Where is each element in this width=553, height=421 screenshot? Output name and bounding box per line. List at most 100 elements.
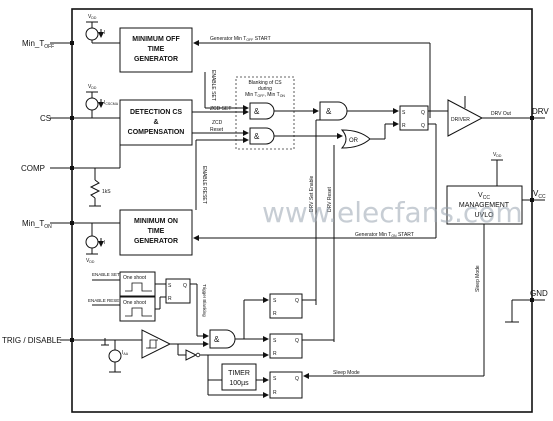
- current-source-toff: [85, 21, 120, 44]
- driver-label: DRIVER: [451, 117, 470, 123]
- ff3-q: Q: [295, 376, 299, 382]
- inverter: [185, 349, 198, 361]
- ff-drv-set-enable: [269, 293, 303, 319]
- blanking-label3: Min TOFF, Min TON: [245, 92, 285, 98]
- one-shot-reset-label: One shoot: [123, 300, 147, 306]
- vcc-mgmt-line2: MANAGEMENT: [459, 202, 510, 209]
- enable-reset-small-label: ENABLE RESET: [88, 298, 122, 303]
- one-shot-set: [119, 271, 156, 297]
- chip-outline: [71, 8, 533, 413]
- enable-reset-label: ENABLE RESET: [201, 166, 207, 204]
- enable-set-label: ENABLE SET: [210, 70, 216, 101]
- driver-flip-flop: [399, 105, 429, 131]
- pin-min-toff: Min_TOFF: [22, 39, 54, 50]
- and-gate-reset: [249, 127, 275, 145]
- enable-flip-flop: [165, 278, 191, 304]
- ff-sleep: [269, 371, 303, 399]
- ff1-r: R: [273, 311, 277, 317]
- enable-ff-s: S: [168, 283, 172, 289]
- vcc-mgmt-line1: VCC: [478, 192, 490, 201]
- pin-vcc: VCC: [533, 189, 546, 200]
- zcd-reset-label1: ZCD: [212, 120, 223, 126]
- drv-out-label: DRV Out: [491, 111, 512, 117]
- enable-ff-q: Q: [183, 283, 187, 289]
- comp-resistor: [50, 145, 121, 207]
- driver-buffer: [447, 99, 484, 137]
- drv-set-enable-label: DRV Set Enable: [309, 175, 315, 212]
- gen-min-ton-start-label: Generator Min TON START: [355, 232, 414, 238]
- min-off-line2: TIME: [148, 46, 165, 53]
- or-gate-label: OR: [349, 138, 359, 144]
- detection-cs-compensation: [119, 99, 193, 146]
- min-on-time-generator: [119, 209, 193, 256]
- detection-line1: DETECTION CS: [130, 109, 182, 116]
- timer-line1: TIMER: [228, 370, 250, 377]
- resistor-label: 1kS: [102, 189, 111, 195]
- driver-ff-r: R: [402, 123, 406, 129]
- min-off-line1: MINIMUM OFF: [132, 36, 180, 43]
- ff3-s: S: [273, 376, 277, 382]
- pin-drv: DRV: [532, 107, 549, 116]
- trigger-blanking-label: Trigger Blanking: [202, 284, 207, 317]
- one-shot-set-label: One shoot: [123, 275, 147, 281]
- gen-min-toff-start-label: Generator Min TOFF START: [210, 36, 271, 42]
- i-cs-label: ICSCMA: [104, 100, 119, 106]
- pin-min-ton: Min_TON: [22, 219, 52, 230]
- blanking-region: [235, 76, 295, 150]
- drv-reset-label: DRV Reset: [327, 186, 333, 212]
- current-source-cs: [50, 91, 120, 119]
- driver-ff-q: Q: [421, 110, 425, 116]
- gnd-symbol: [505, 299, 532, 323]
- driver-ff-s: S: [402, 110, 406, 116]
- zcd-set-label: ZCD SET: [210, 106, 231, 112]
- ff1-s: S: [273, 298, 277, 304]
- enable-ff-r: R: [168, 296, 172, 302]
- current-source-ton: [50, 222, 120, 255]
- or-gate: [340, 129, 371, 149]
- pin-gnd: GND: [530, 289, 548, 298]
- and-gate-main: [319, 101, 348, 121]
- ff2-q: Q: [295, 338, 299, 344]
- zcd-reset-label2: Reset: [210, 127, 224, 133]
- blanking-label2: during: [258, 86, 272, 92]
- sleep-mode-vertical-label: Sleep Mode: [475, 265, 481, 292]
- one-shot-reset: [119, 296, 156, 322]
- and-gate-set-label: &: [254, 107, 260, 116]
- enable-set-small-label: ENABLE SET: [92, 272, 120, 277]
- timer-100us: [221, 363, 257, 391]
- and-gate-reset-label: &: [254, 132, 260, 141]
- i-toff-label: I: [104, 30, 105, 36]
- detection-line3: COMPENSATION: [128, 129, 185, 136]
- min-off-line3: GENERATOR: [134, 56, 178, 63]
- min-on-line1: MINIMUM ON: [134, 218, 178, 225]
- blanking-label1: Blanking of CS: [248, 80, 282, 86]
- vcc-management-uvlo: [446, 185, 523, 225]
- and-gate-trigger: [209, 329, 236, 349]
- timer-line2: 100µs: [229, 380, 249, 387]
- vcc-mgmt-line3: UVLO: [474, 212, 494, 219]
- min-on-line3: GENERATOR: [134, 238, 178, 245]
- min-off-time-generator: [119, 27, 193, 73]
- vdd-label-driver: VDD: [493, 152, 502, 158]
- pin-cs: CS: [40, 114, 51, 123]
- ff3-r: R: [273, 390, 277, 396]
- ff2-r: R: [273, 351, 277, 357]
- pin-comp: COMP: [21, 164, 45, 173]
- and-gate-trigger-label: &: [214, 335, 220, 344]
- and-gate-main-label: &: [326, 107, 332, 116]
- sleep-mode-horizontal-label: Sleep Mode: [333, 370, 360, 376]
- min-on-line2: TIME: [148, 228, 165, 235]
- watermark: www.elecfans.com: [262, 196, 523, 229]
- vdd-label-2: VDD: [88, 84, 97, 90]
- driver-ff-qbar: Q: [421, 123, 425, 129]
- i-ton-label: I: [104, 240, 105, 246]
- vdd-label-1: VDD: [88, 14, 97, 20]
- ff-drv-reset: [269, 333, 303, 359]
- ff1-q: Q: [295, 298, 299, 304]
- i-trig-label: IAA: [122, 350, 129, 356]
- ff2-s: S: [273, 338, 277, 344]
- and-gate-set: [249, 102, 275, 120]
- pin-trig-disable: TRIG / DISABLE: [2, 336, 62, 345]
